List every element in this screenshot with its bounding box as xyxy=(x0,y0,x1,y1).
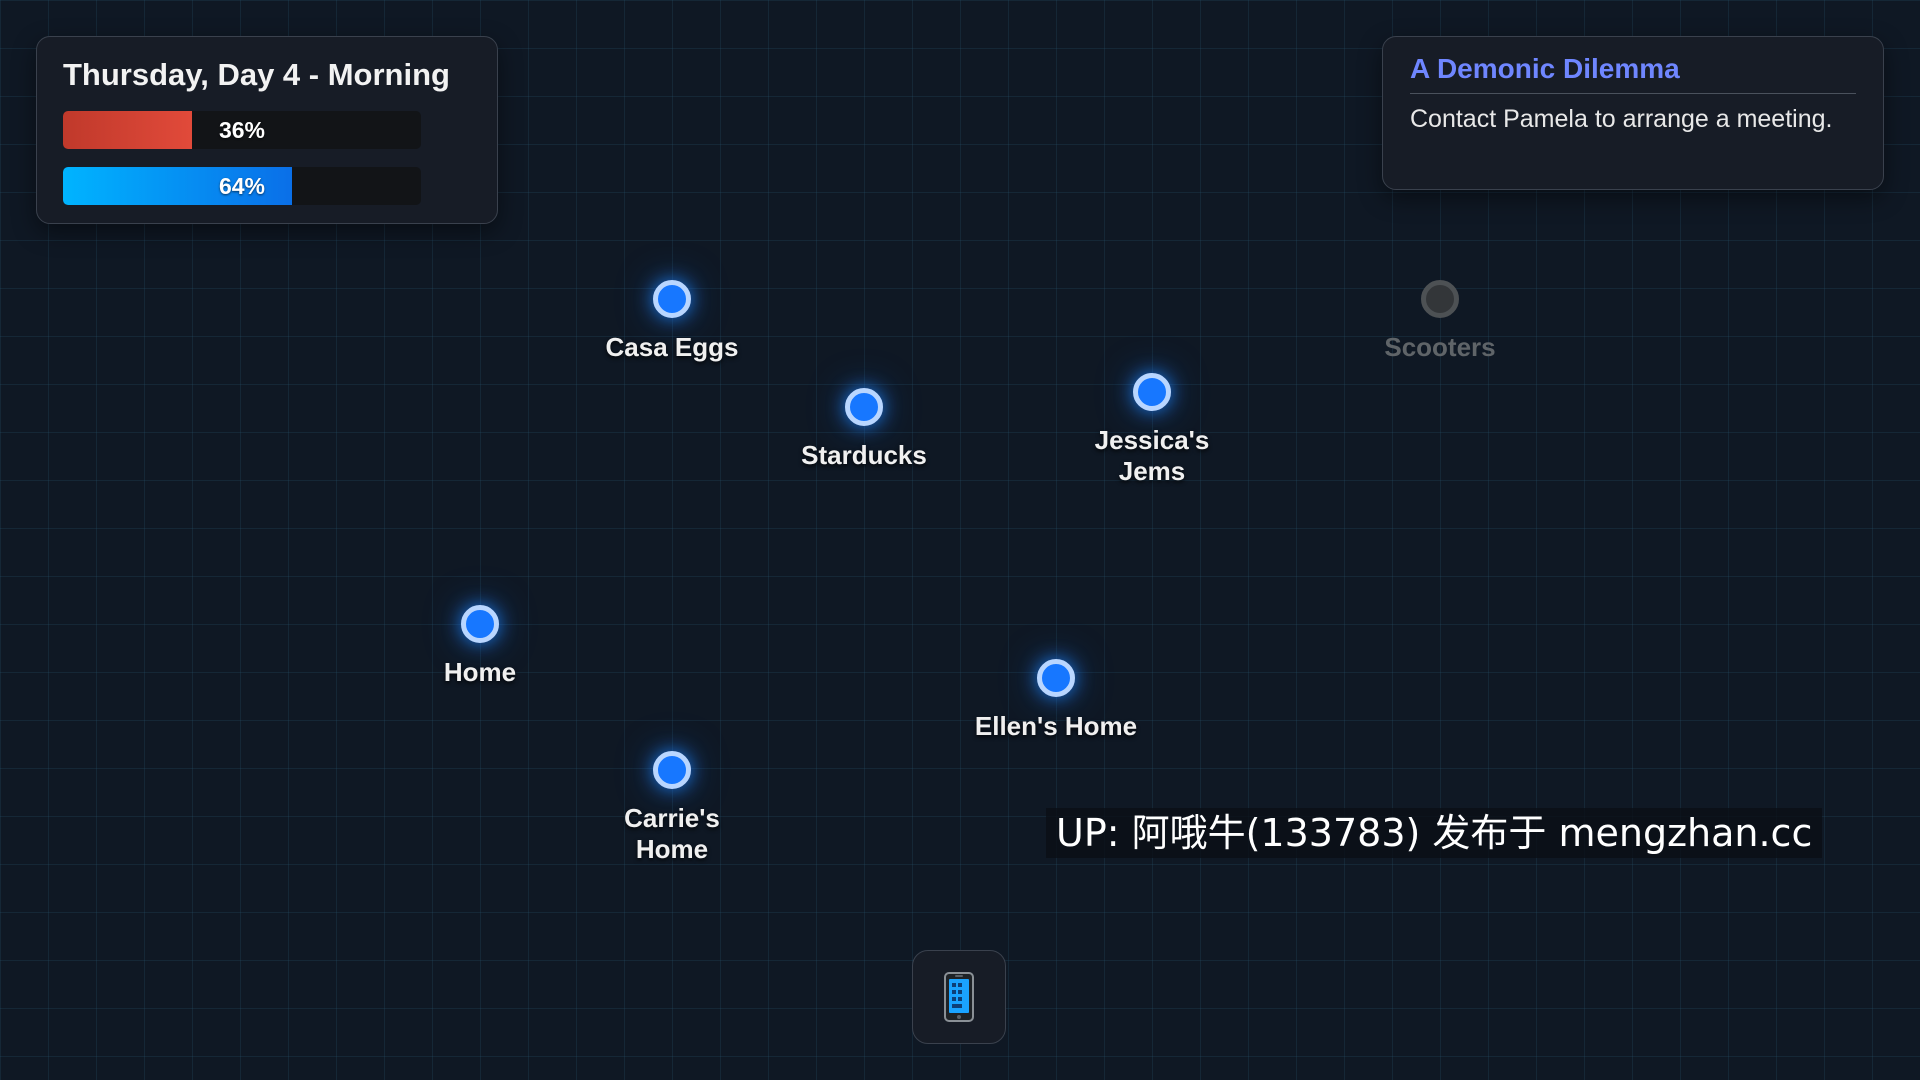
blue-stat-bar-label: 64% xyxy=(218,173,266,199)
location-label: Starducks xyxy=(801,440,927,470)
location-ellens-home[interactable]: Ellen's Home xyxy=(956,659,1156,742)
quest-panel: A Demonic Dilemma Contact Pamela to arra… xyxy=(1382,36,1884,190)
status-panel: Thursday, Day 4 - Morning 36% 64% xyxy=(36,36,498,224)
location-label: Jessica's Jems xyxy=(1094,425,1210,486)
phone-icon xyxy=(944,972,974,1022)
blue-stat-bar: 64% xyxy=(63,167,421,205)
location-pin-icon xyxy=(1421,280,1459,318)
red-stat-bar-fill xyxy=(63,111,192,149)
location-pin-icon[interactable] xyxy=(845,388,883,426)
watermark-text: UP: 阿哦牛(133783) 发布于 mengzhan.cc xyxy=(1046,808,1823,858)
location-carries-home[interactable]: Carrie's Home xyxy=(572,751,772,865)
location-label: Ellen's Home xyxy=(974,711,1138,741)
location-pin-icon[interactable] xyxy=(1037,659,1075,697)
quest-title: A Demonic Dilemma xyxy=(1410,53,1856,94)
location-label: Casa Eggs xyxy=(605,332,739,362)
day-time-label: Thursday, Day 4 - Morning xyxy=(63,57,450,92)
location-label: Carrie's Home xyxy=(624,803,720,864)
blue-stat-bar-fill xyxy=(63,167,292,205)
location-home[interactable]: Home xyxy=(380,605,580,688)
phone-button[interactable] xyxy=(912,950,1006,1044)
location-starducks[interactable]: Starducks xyxy=(764,388,964,471)
location-pin-icon[interactable] xyxy=(461,605,499,643)
location-label: Home xyxy=(443,657,517,687)
location-jessicas-jems[interactable]: Jessica's Jems xyxy=(1052,373,1252,487)
red-stat-bar: 36% xyxy=(63,111,421,149)
quest-description: Contact Pamela to arrange a meeting. xyxy=(1410,105,1833,133)
location-label: Scooters xyxy=(1384,332,1496,362)
location-scooters: Scooters xyxy=(1340,280,1540,363)
location-pin-icon[interactable] xyxy=(1133,373,1171,411)
location-pin-icon[interactable] xyxy=(653,751,691,789)
red-stat-bar-label: 36% xyxy=(218,117,266,143)
location-pin-icon[interactable] xyxy=(653,280,691,318)
location-casa-eggs[interactable]: Casa Eggs xyxy=(572,280,772,363)
